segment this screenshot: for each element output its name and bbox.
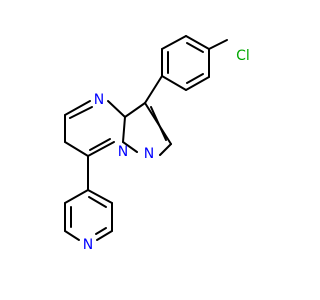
bond bbox=[89, 138, 111, 151]
bond bbox=[185, 35, 210, 50]
bond bbox=[144, 75, 163, 104]
nitrogen-atom-label: N bbox=[94, 92, 104, 108]
bond bbox=[64, 141, 89, 157]
bond bbox=[122, 141, 138, 153]
chlorine-atom-label: Cl bbox=[236, 48, 250, 64]
bond bbox=[88, 196, 107, 208]
bond bbox=[186, 42, 204, 53]
bond bbox=[159, 143, 172, 156]
bond bbox=[96, 230, 113, 241]
bond bbox=[122, 116, 126, 143]
bond bbox=[185, 76, 210, 91]
bond bbox=[186, 73, 204, 84]
nitrogen-atom-label: N bbox=[83, 237, 93, 253]
pyrimidine-ring bbox=[64, 100, 126, 157]
bond bbox=[64, 100, 91, 116]
nitrogen-atom-label: N bbox=[144, 146, 154, 162]
bond bbox=[87, 141, 115, 157]
bond bbox=[161, 75, 187, 91]
bond bbox=[64, 189, 89, 204]
chlorophenyl-ring bbox=[161, 35, 210, 91]
nitrogen-atom-label: N bbox=[118, 144, 128, 160]
bond bbox=[64, 230, 80, 241]
bond bbox=[95, 227, 107, 235]
bond bbox=[208, 39, 228, 50]
pyrazole-ring bbox=[122, 102, 172, 156]
bond bbox=[150, 106, 167, 141]
bond bbox=[161, 35, 187, 50]
structure-diagram: Cl N N N N bbox=[64, 35, 250, 253]
bond bbox=[107, 100, 126, 118]
bond bbox=[124, 102, 146, 118]
bond bbox=[87, 189, 113, 204]
bond bbox=[69, 106, 93, 119]
pyridine-ring bbox=[64, 189, 113, 241]
